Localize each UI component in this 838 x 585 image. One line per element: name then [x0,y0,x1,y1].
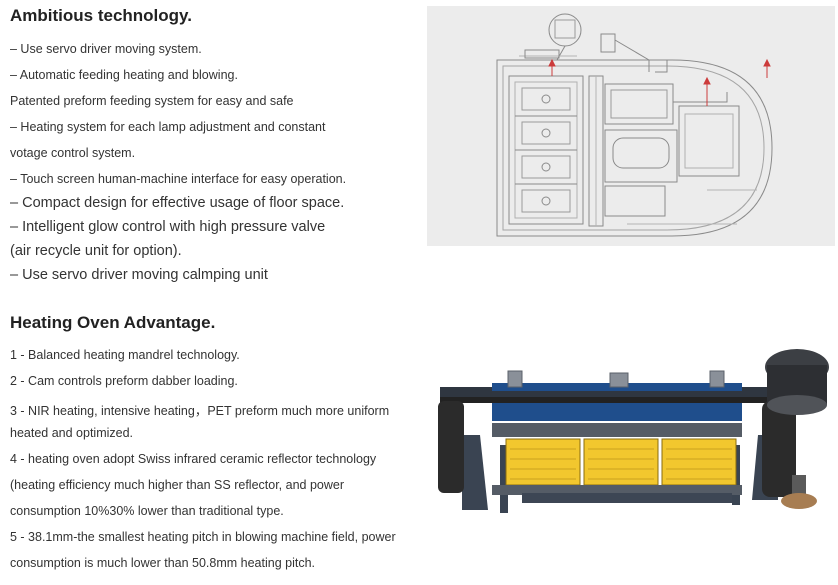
feature-line: – Use servo driver moving system. [10,42,202,56]
feature-line: – Use servo driver moving calmping unit [10,267,268,283]
heating-oven-render [432,335,836,520]
advantage-line: 2 - Cam controls preform dabber loading. [10,374,238,388]
feature-line: – Heating system for each lamp adjustmen… [10,120,326,134]
advantage-line: 4 - heating oven adopt Swiss infrared ce… [10,452,377,466]
section-title-ambitious-technology: Ambitious technology. [10,6,192,25]
feature-line: Patented preform feeding system for easy… [10,94,294,108]
oven-render-svg [438,349,829,513]
advantage-line: 3 - NIR heating, intensive heating，PET p… [10,404,390,418]
feature-line: – Intelligent glow control with high pre… [10,219,326,235]
advantage-line: consumption 10%30% lower than traditiona… [10,504,284,518]
feature-line: votage control system. [10,146,136,160]
feature-line: – Automatic feeding heating and blowing. [10,68,238,82]
layout-drawing-svg [496,13,773,237]
advantage-line: (heating efficiency much higher than SS … [10,478,344,492]
feature-line: (air recycle unit for option). [10,243,182,259]
advantage-line: heated and optimized. [10,426,134,440]
feature-line: – Touch screen human-machine interface f… [10,172,347,186]
section-title-heating-oven-advantage: Heating Oven Advantage. [10,313,216,332]
feature-line: – Compact design for effective usage of … [10,195,345,211]
advantage-line: consumption is much lower than 50.8mm he… [10,556,316,570]
advantage-line: 1 - Balanced heating mandrel technology. [10,348,240,362]
machine-layout-drawing [427,6,835,246]
advantage-line: 5 - 38.1mm-the smallest heating pitch in… [10,530,396,544]
